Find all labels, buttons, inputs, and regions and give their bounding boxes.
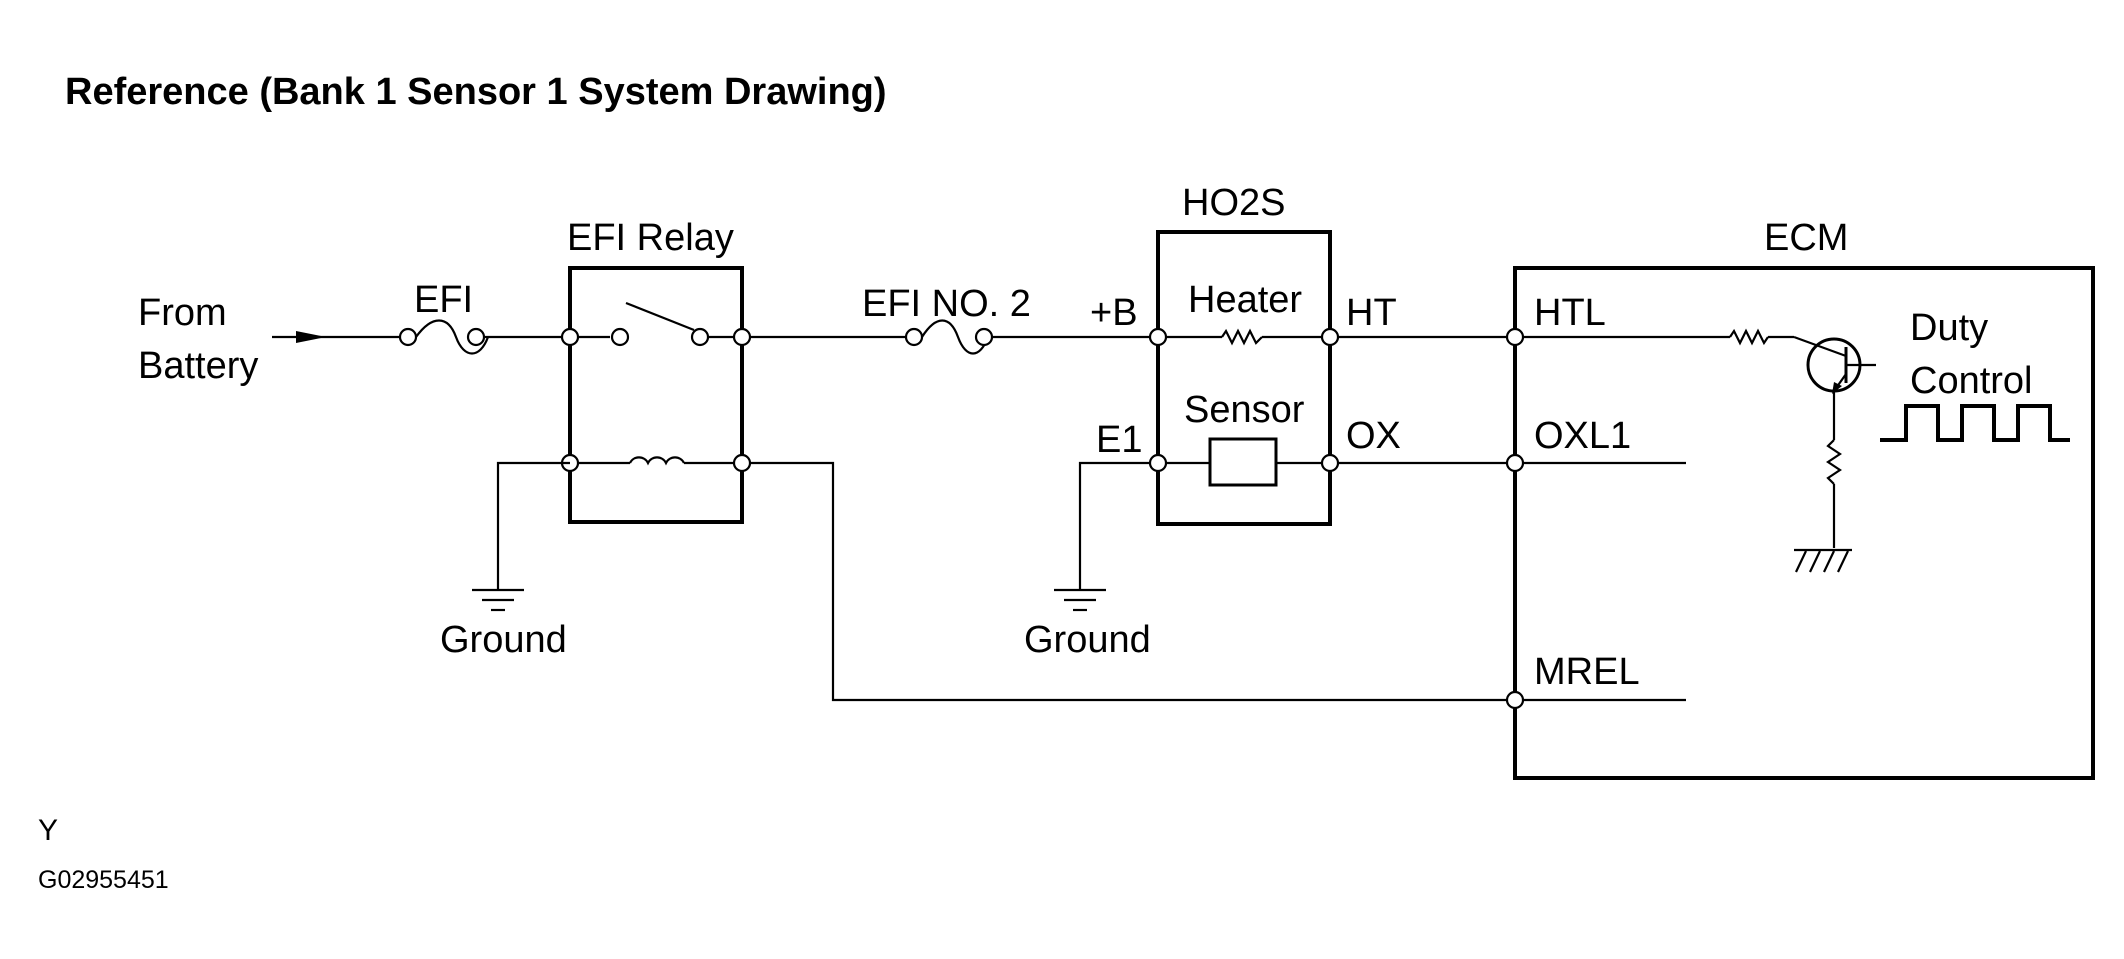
battery-label: Battery xyxy=(138,345,258,387)
ecm-terminal-htl xyxy=(1505,327,1525,347)
efi-fuse-label: EFI xyxy=(414,279,473,321)
ho2s-terminal-ht xyxy=(1320,327,1340,347)
relay-coil-icon xyxy=(570,456,742,466)
htl-label: HTL xyxy=(1534,292,1606,334)
ox-label: OX xyxy=(1346,415,1401,457)
sensor-element-icon xyxy=(1158,437,1330,487)
heater-label: Heater xyxy=(1188,279,1302,321)
from-label: From xyxy=(138,292,227,334)
e1-label: E1 xyxy=(1096,419,1142,461)
sensor-label: Sensor xyxy=(1184,389,1305,431)
relay-terminal-in xyxy=(560,327,580,347)
ho2s-terminal-ox xyxy=(1320,453,1340,473)
ecm-box xyxy=(1513,266,2095,780)
ho2s-label: HO2S xyxy=(1182,182,1285,224)
efi-no2-label: EFI NO. 2 xyxy=(862,283,1031,325)
ecm-label: ECM xyxy=(1764,217,1848,259)
ecm-terminal-oxl1 xyxy=(1505,453,1525,473)
efi-relay-box xyxy=(568,266,744,524)
duty-label: Duty xyxy=(1910,307,1988,349)
duty-waveform-icon xyxy=(1880,404,2070,442)
control-label: Control xyxy=(1910,360,2033,402)
mrel-label: MREL xyxy=(1534,651,1640,693)
oxl1-label: OXL1 xyxy=(1534,415,1631,457)
relay-coil-terminal-right xyxy=(732,453,752,473)
ground-mid-label: Ground xyxy=(1024,619,1151,661)
diagram-title: Reference (Bank 1 Sensor 1 System Drawin… xyxy=(65,71,887,113)
wire-coil-to-mrel xyxy=(750,461,1515,702)
ho2s-terminal-e1 xyxy=(1148,453,1168,473)
ecm-terminal-mrel xyxy=(1505,690,1525,710)
ground-mid-icon xyxy=(1054,588,1106,612)
efi-fuse-icon xyxy=(398,319,490,355)
footer-letter: Y xyxy=(38,814,58,847)
ground-resistor-icon xyxy=(1826,439,1842,548)
relay-terminal-out xyxy=(732,327,752,347)
transistor-icon xyxy=(1793,335,1876,394)
wire-e1-to-ground xyxy=(1078,461,1150,590)
relay-switch-icon xyxy=(570,301,742,347)
chassis-ground-icon xyxy=(1794,548,1852,573)
htl-resistor-icon xyxy=(1523,328,1794,346)
efi-relay-label: EFI Relay xyxy=(567,217,734,259)
figure-code: G02955451 xyxy=(38,866,169,894)
ht-label: HT xyxy=(1346,292,1397,334)
wire-coil-to-ground xyxy=(496,461,570,590)
ho2s-box xyxy=(1156,230,1332,526)
heater-resistor-icon xyxy=(1158,328,1330,346)
efi-no2-fuse-icon xyxy=(904,319,994,355)
ground-left-icon xyxy=(472,588,524,612)
ho2s-terminal-plus-b xyxy=(1148,327,1168,347)
plus-b-label: +B xyxy=(1090,292,1138,334)
ground-left-label: Ground xyxy=(440,619,567,661)
